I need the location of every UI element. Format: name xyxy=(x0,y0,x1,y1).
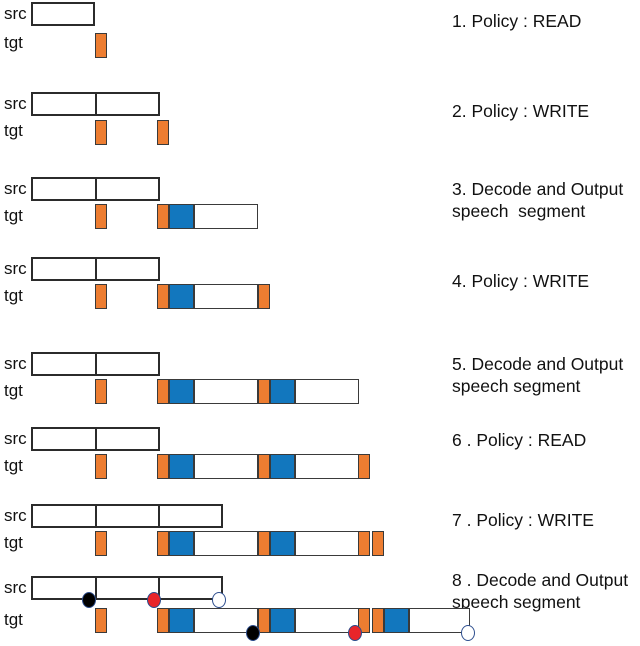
step-caption-1: 1. Policy : READ xyxy=(452,11,582,31)
row-label-tgt-6: tgt xyxy=(4,456,23,475)
row-label-tgt-8: tgt xyxy=(4,610,23,629)
target-block-blue-6-6 xyxy=(270,454,295,479)
target-block-white-3-4 xyxy=(194,204,258,229)
source-box-step-1 xyxy=(31,2,95,26)
row-label-src-2: src xyxy=(4,94,27,113)
target-block-orange-6-5 xyxy=(258,454,270,479)
source-divider-5-1 xyxy=(95,352,97,376)
target-block-orange-3-1 xyxy=(95,204,107,229)
target-block-orange-4-5 xyxy=(258,284,270,309)
tgt-marker-hollow-8-3 xyxy=(461,625,475,641)
row-label-tgt-3: tgt xyxy=(4,206,23,225)
row-label-tgt-4: tgt xyxy=(4,286,23,305)
row-label-tgt-1: tgt xyxy=(4,33,23,52)
target-block-orange-7-8 xyxy=(358,531,370,556)
target-block-orange-4-1 xyxy=(95,284,107,309)
target-block-orange-7-5 xyxy=(258,531,270,556)
target-block-blue-5-6 xyxy=(270,379,295,404)
src-marker-red-8-2 xyxy=(147,592,161,608)
source-divider-8-1 xyxy=(95,576,97,600)
target-block-white-8-11 xyxy=(409,608,470,633)
step-caption-7: 7 . Policy : WRITE xyxy=(452,510,594,530)
step-caption-2: 2. Policy : WRITE xyxy=(452,101,590,121)
target-block-orange-7-9 xyxy=(372,531,384,556)
target-block-orange-5-1 xyxy=(95,379,107,404)
target-block-blue-7-6 xyxy=(270,531,295,556)
target-block-orange-8-9 xyxy=(372,608,384,633)
target-block-blue-8-10 xyxy=(384,608,409,633)
row-label-tgt-2: tgt xyxy=(4,121,23,140)
target-block-orange-2-1 xyxy=(95,120,107,145)
row-label-src-3: src xyxy=(4,179,27,198)
target-block-white-6-7 xyxy=(295,454,359,479)
row-label-src-8: src xyxy=(4,578,27,597)
source-box-step-8 xyxy=(31,576,223,600)
row-label-src-6: src xyxy=(4,429,27,448)
target-block-orange-6-2 xyxy=(157,454,169,479)
tgt-marker-black-8-1 xyxy=(246,625,260,641)
target-block-orange-6-1 xyxy=(95,454,107,479)
source-divider-7-2 xyxy=(158,504,160,528)
source-divider-6-1 xyxy=(95,427,97,451)
target-block-orange-8-8 xyxy=(358,608,370,633)
target-block-orange-6-8 xyxy=(358,454,370,479)
source-divider-3-1 xyxy=(95,177,97,201)
target-block-blue-8-3 xyxy=(169,608,194,633)
step-caption-5: 5. Decode and Output speech segment xyxy=(452,354,624,396)
step-caption-8: 8 . Decode and Output speech segment xyxy=(452,570,629,612)
target-block-white-7-4 xyxy=(194,531,258,556)
source-divider-2-1 xyxy=(95,92,97,116)
target-block-orange-8-1 xyxy=(95,608,107,633)
target-block-orange-2-2 xyxy=(157,120,169,145)
target-block-white-5-7 xyxy=(295,379,359,404)
target-block-white-4-4 xyxy=(194,284,258,309)
row-label-src-1: src xyxy=(4,4,27,23)
step-caption-6: 6 . Policy : READ xyxy=(452,430,587,450)
target-block-white-5-4 xyxy=(194,379,258,404)
source-divider-7-1 xyxy=(95,504,97,528)
target-block-white-6-4 xyxy=(194,454,258,479)
target-block-orange-5-5 xyxy=(258,379,270,404)
src-marker-hollow-8-3 xyxy=(212,592,226,608)
row-label-tgt-7: tgt xyxy=(4,533,23,552)
target-block-blue-8-6 xyxy=(270,608,295,633)
target-block-orange-7-2 xyxy=(157,531,169,556)
row-label-src-7: src xyxy=(4,506,27,525)
target-block-orange-8-2 xyxy=(157,608,169,633)
target-block-white-7-7 xyxy=(295,531,359,556)
source-divider-8-2 xyxy=(158,576,160,600)
target-block-blue-5-3 xyxy=(169,379,194,404)
tgt-marker-red-8-2 xyxy=(348,625,362,641)
source-box-step-7 xyxy=(31,504,223,528)
target-block-orange-4-2 xyxy=(157,284,169,309)
row-label-src-4: src xyxy=(4,259,27,278)
target-block-orange-3-2 xyxy=(157,204,169,229)
target-block-orange-8-5 xyxy=(258,608,270,633)
row-label-src-5: src xyxy=(4,354,27,373)
target-block-blue-6-3 xyxy=(169,454,194,479)
target-block-orange-1-1 xyxy=(95,33,107,58)
target-block-blue-3-3 xyxy=(169,204,194,229)
target-block-orange-7-1 xyxy=(95,531,107,556)
step-caption-4: 4. Policy : WRITE xyxy=(452,271,590,291)
target-block-orange-5-2 xyxy=(157,379,169,404)
target-block-blue-4-3 xyxy=(169,284,194,309)
target-block-blue-7-3 xyxy=(169,531,194,556)
row-label-tgt-5: tgt xyxy=(4,381,23,400)
src-marker-black-8-1 xyxy=(82,592,96,608)
step-caption-3: 3. Decode and Output speech segment xyxy=(452,179,624,221)
source-divider-4-1 xyxy=(95,257,97,281)
